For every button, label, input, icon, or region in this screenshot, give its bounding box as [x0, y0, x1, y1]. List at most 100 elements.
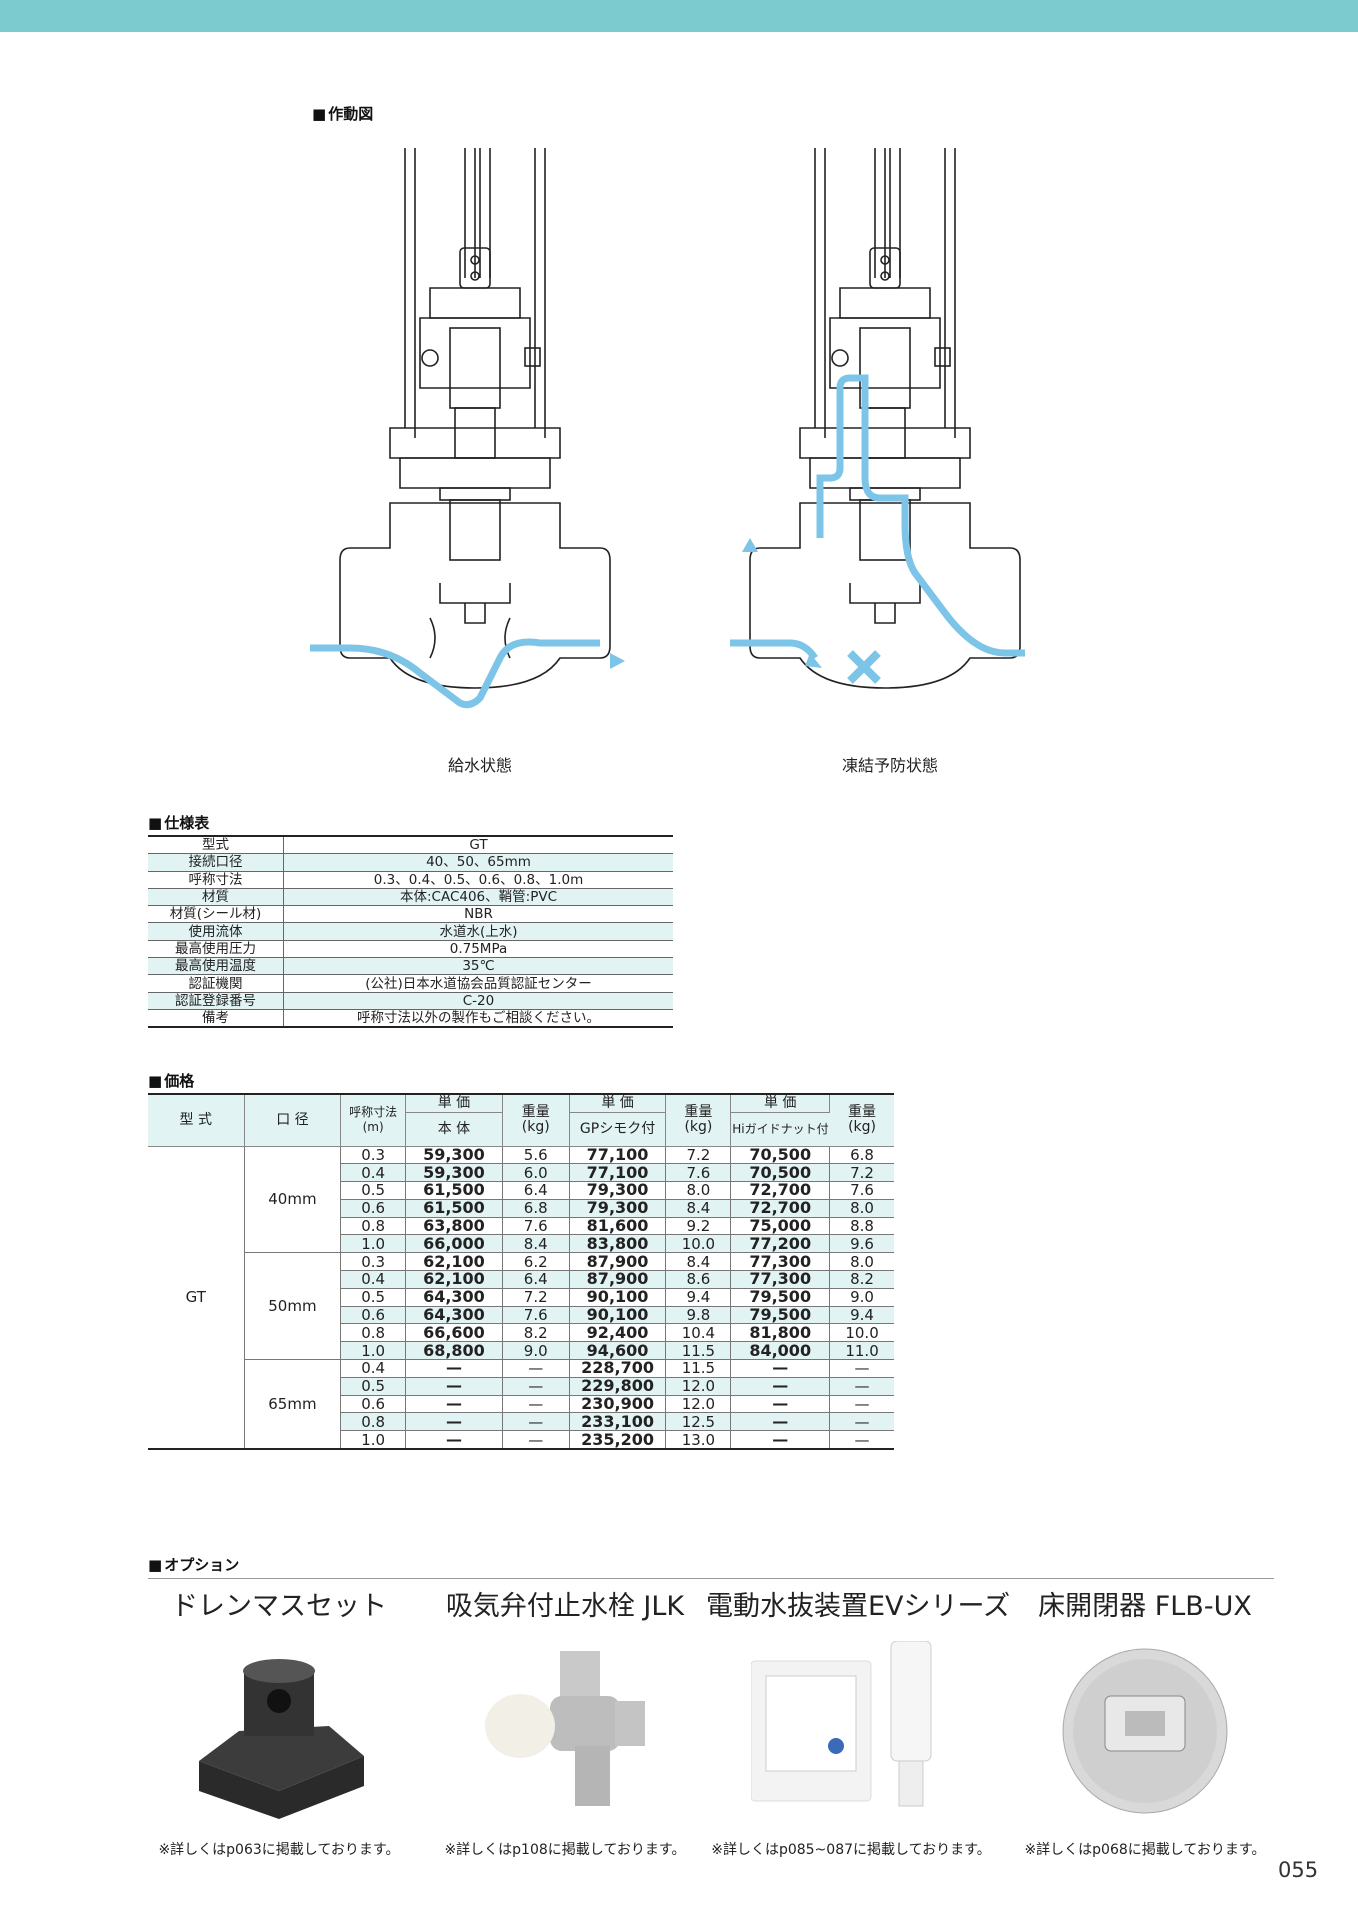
spec-label: 材質(シール材)	[148, 905, 284, 924]
spec-value: 本体:CAC406、鞘管:PVC	[283, 888, 673, 907]
option-jlk-valve[interactable]: 吸気弁付止水栓 JLK ※詳しくはp108に掲載しております。	[420, 1580, 710, 1859]
price-cell: 64,300	[405, 1306, 503, 1325]
price-cell: 12.0	[665, 1377, 732, 1396]
price-cell: 79,500	[730, 1288, 831, 1307]
price-cell: 8.2	[829, 1270, 894, 1289]
price-cell: —	[829, 1359, 894, 1378]
freeze-prevention-caption: 凍結予防状態	[841, 756, 938, 775]
bore-cell: 40mm	[244, 1146, 342, 1254]
price-cell: —	[502, 1395, 570, 1414]
price-cell: 8.4	[502, 1234, 570, 1254]
option-name: 床開閉器 FLB-UX	[1038, 1591, 1252, 1622]
price-cell: —	[405, 1359, 503, 1378]
floor-opener-image	[1062, 1648, 1228, 1814]
option-flb-ux[interactable]: 床開閉器 FLB-UX ※詳しくはp068に掲載しております。	[1000, 1580, 1290, 1859]
price-cell: 0.3	[340, 1252, 407, 1272]
price-cell: 90,100	[569, 1288, 667, 1307]
price-cell: —	[502, 1377, 570, 1396]
spec-label: 最高使用圧力	[148, 940, 284, 959]
price-cell: 92,400	[569, 1323, 667, 1343]
spec-value: 0.75MPa	[283, 940, 673, 959]
price-cell: 10.0	[665, 1234, 732, 1254]
price-cell: 83,800	[569, 1234, 667, 1254]
price-cell: 62,100	[405, 1270, 503, 1289]
price-cell: 81,600	[569, 1217, 667, 1236]
price-cell: 8.0	[829, 1199, 894, 1218]
price-cell: 0.6	[340, 1395, 407, 1414]
price-cell: —	[405, 1377, 503, 1396]
option-drain-box[interactable]: ドレンマスセット ※詳しくはp063に掲載しております。	[134, 1580, 424, 1859]
price-cell: 8.0	[665, 1181, 732, 1200]
options-section-title: オプション	[148, 1554, 239, 1575]
spec-label: 使用流体	[148, 922, 284, 941]
price-cell: —	[730, 1359, 831, 1378]
price-section-title: 価格	[148, 1070, 194, 1091]
price-cell: 70,500	[730, 1146, 831, 1165]
price-cell: 12.0	[665, 1395, 732, 1414]
price-cell: 8.2	[502, 1323, 570, 1343]
header-gp: GPシモク付	[569, 1112, 667, 1147]
price-cell: 8.6	[665, 1270, 732, 1289]
price-cell: 9.2	[665, 1217, 732, 1236]
spec-row: 備考呼称寸法以外の製作もご相談ください。	[148, 1009, 673, 1028]
price-cell: 77,300	[730, 1252, 831, 1272]
price-cell: 0.5	[340, 1288, 407, 1307]
price-cell: 13.0	[665, 1430, 732, 1450]
page-number: 055	[1278, 1858, 1319, 1882]
header-body: 本 体	[405, 1112, 503, 1147]
controller-image	[750, 1640, 932, 1807]
price-cell: 1.0	[340, 1341, 407, 1361]
model-cell: GT	[148, 1146, 245, 1450]
valve-image	[485, 1651, 645, 1806]
spec-value: (公社)日本水道協会品質認証センター	[283, 974, 673, 993]
option-note: ※詳しくはp063に掲載しております。	[158, 1842, 400, 1858]
price-cell: —	[405, 1430, 503, 1450]
option-ev-series[interactable]: 電動水抜装置EVシリーズ ※詳しくはp085~087に掲載しております。	[706, 1580, 1011, 1859]
price-cell: 9.0	[829, 1288, 894, 1307]
price-cell: 0.3	[340, 1146, 407, 1165]
price-cell: 90,100	[569, 1306, 667, 1325]
price-cell: 229,800	[569, 1377, 667, 1396]
price-cell: 0.8	[340, 1323, 407, 1343]
price-cell: 94,600	[569, 1341, 667, 1361]
header-weight-body: 重量(kg)	[502, 1094, 570, 1147]
price-cell: —	[730, 1430, 831, 1450]
price-cell: 6.2	[502, 1252, 570, 1272]
spec-value: NBR	[283, 905, 673, 924]
option-name: ドレンマスセット	[171, 1591, 387, 1622]
price-cell: 1.0	[340, 1430, 407, 1450]
spec-value: 水道水(上水)	[283, 922, 673, 941]
spec-value: GT	[283, 836, 673, 855]
header-hi: Hiガイドナット付	[730, 1112, 830, 1147]
price-cell: 8.8	[829, 1217, 894, 1236]
spec-row: 認証機関(公社)日本水道協会品質認証センター	[148, 974, 673, 993]
header-weight-hi: 重量(kg)	[829, 1094, 894, 1147]
spec-label: 材質	[148, 888, 284, 907]
price-cell: —	[405, 1395, 503, 1414]
price-cell: 6.4	[502, 1270, 570, 1289]
operation-section-title: 作動図	[312, 103, 373, 124]
price-cell: 77,300	[730, 1270, 831, 1289]
price-cell: —	[502, 1359, 570, 1378]
price-cell: 0.6	[340, 1306, 407, 1325]
option-name: 電動水抜装置EVシリーズ	[706, 1591, 1011, 1622]
price-cell: 9.8	[665, 1306, 732, 1325]
price-cell: 7.2	[829, 1163, 894, 1183]
drain-box-image	[199, 1659, 364, 1819]
option-note: ※詳しくはp108に掲載しております。	[444, 1842, 686, 1858]
price-cell: 66,600	[405, 1323, 503, 1343]
option-note: ※詳しくはp085~087に掲載しております。	[711, 1842, 991, 1858]
